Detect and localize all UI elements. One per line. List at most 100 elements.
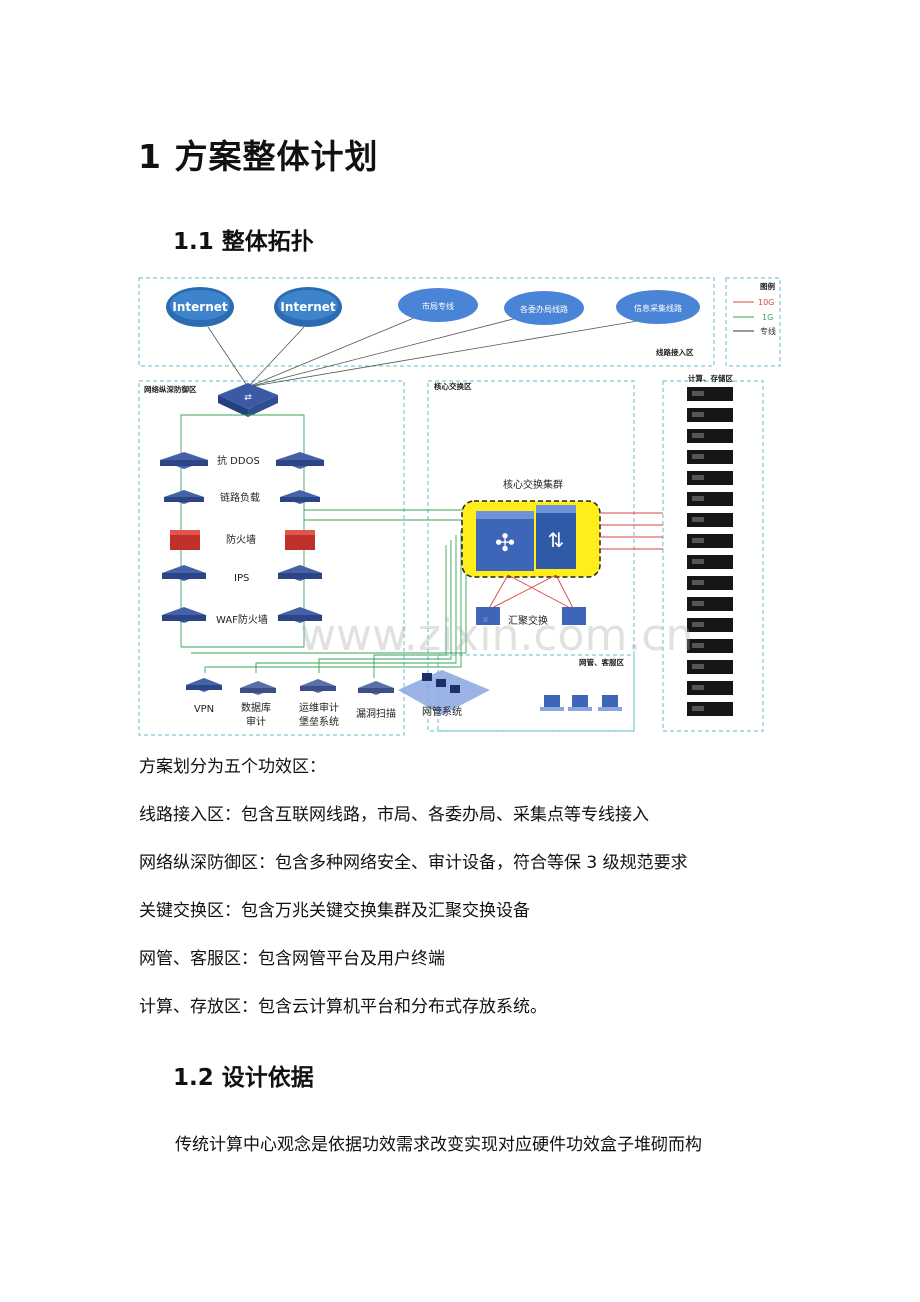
server-bay: [692, 412, 704, 417]
body-paragraph: 传统计算中心观念是依据功效需求改变实现对应硬件功效盒子堆砌而构: [175, 1135, 702, 1155]
nms-platform-icon: [398, 670, 490, 715]
server-icon: [687, 534, 733, 548]
server-bay: [692, 475, 704, 480]
core-compute-links: [601, 512, 663, 550]
compute-zone-box: [662, 380, 764, 732]
server-bay: [692, 664, 704, 669]
cloud-label: Internet: [280, 300, 335, 314]
load-balancer-icon: [164, 490, 204, 504]
aggregation-switch-left-icon: [476, 607, 500, 625]
server-icon: [687, 660, 733, 674]
waf-icon: [278, 607, 322, 623]
zone-label-access: 线路接入区: [656, 347, 694, 357]
server-bay: [692, 454, 704, 459]
load-balancer-icon: [280, 490, 320, 504]
heading-1-2: 1.2 设计依据: [173, 1065, 314, 1091]
bottom-device-label: 数据库: [241, 701, 271, 714]
server-bay: [692, 538, 704, 543]
bastion-icon: [300, 679, 336, 693]
cloud-internet-1: Internet: [166, 287, 234, 327]
vuln-scan-icon: [358, 681, 394, 695]
vpn-icon: [186, 678, 222, 692]
device-label-waf: WAF防火墙: [216, 613, 268, 626]
defense-stack-right: [276, 452, 324, 623]
svg-text:✣: ✣: [495, 529, 515, 557]
server-bay: [692, 517, 704, 522]
zone-label-core: 核心交换区: [434, 381, 472, 391]
ddos-device-icon: [276, 452, 324, 469]
cloud-city-line: 市局专线: [398, 288, 478, 322]
svg-text:⇄: ⇄: [244, 393, 252, 403]
access-lines: [207, 314, 662, 388]
cloud-label: 各委办局线路: [520, 304, 568, 314]
paragraph: 线路接入区：包含互联网线路，市局、各委办局、采集点等专线接入: [139, 805, 649, 825]
cloud-label: Internet: [172, 300, 227, 314]
server-icon: [687, 555, 733, 569]
server-icon: [687, 639, 733, 653]
zone-label-defense: 网络纵深防御区: [144, 384, 197, 394]
paragraph: 计算、存放区：包含云计算机平台和分布式存放系统。: [139, 997, 547, 1017]
server-icon: [687, 450, 733, 464]
firewall-icon: [285, 530, 315, 550]
terminal-icon: [598, 695, 622, 711]
terminal-icon: [568, 695, 592, 711]
paragraph: 方案划分为五个功效区：: [139, 757, 326, 777]
legend-title: 图例: [760, 281, 775, 291]
server-bay: [692, 391, 704, 396]
paragraph: 网管、客服区：包含网管平台及用户终端: [139, 949, 445, 969]
cloud-collection-line: 信息采集线路: [616, 290, 700, 324]
terminal-icon: [540, 695, 564, 711]
server-icon: [687, 471, 733, 485]
ips-icon: [162, 565, 206, 581]
server-bay: [692, 559, 704, 564]
cloud-label: 市局专线: [422, 301, 454, 311]
core-switch-icon: ✣ ⇅: [476, 505, 576, 571]
db-audit-icon: [240, 681, 276, 695]
aggregation-label: 汇聚交换: [508, 614, 548, 627]
legend: 图例 10G 1G 专线: [733, 281, 776, 336]
watermark: www.zixin.com.cn: [300, 610, 694, 661]
server-racks: [687, 387, 733, 716]
heading-1-1: 1.1 整体拓扑: [173, 229, 314, 255]
server-icon: [687, 597, 733, 611]
bottom-device-label: 漏洞扫描: [356, 707, 396, 720]
access-zone-box: [138, 277, 715, 367]
network-topology-diagram: 线路接入区 网络纵深防御区 核心交换区 计算、存储区 网管、客服区 图例 10G…: [138, 277, 781, 736]
bottom-device-label: 运维审计: [299, 701, 339, 714]
cloud-label: 信息采集线路: [634, 303, 682, 313]
server-icon: [687, 492, 733, 506]
zone-label-mgmt: 网管、客服区: [579, 657, 624, 667]
device-label-load-balancer: 链路负载: [220, 491, 260, 504]
zone-label-compute: 计算、存储区: [688, 373, 733, 383]
zone-boxes: [138, 277, 781, 736]
aggregation-switch-right-icon: [562, 607, 586, 625]
bottom-device-label: VPN: [194, 704, 214, 715]
ips-icon: [278, 565, 322, 581]
top-switch: ⇄: [218, 383, 278, 417]
server-icon: [687, 513, 733, 527]
server-icon: [687, 429, 733, 443]
aggregation-links: [487, 574, 575, 611]
device-label-ips: IPS: [234, 573, 249, 584]
defense-zone-box: [138, 380, 405, 736]
legend-label-leased: 专线: [760, 326, 776, 336]
server-icon: [687, 702, 733, 716]
paragraph: 网络纵深防御区：包含多种网络安全、审计设备，符合等保 3 级规范要求: [139, 853, 688, 873]
bottom-device-label: 堡垒系统: [299, 715, 339, 728]
server-icon: [687, 681, 733, 695]
core-cluster-label: 核心交换集群: [503, 478, 563, 491]
server-icon: [687, 618, 733, 632]
user-terminals: [540, 695, 622, 711]
defense-stack-left: [160, 452, 208, 623]
server-bay: [692, 433, 704, 438]
nms-label: 网管系统: [422, 705, 462, 718]
paragraph: 关键交换区：包含万兆关键交换集群及汇聚交换设备: [139, 901, 530, 921]
server-bay: [692, 706, 704, 711]
bottom-device-label: 审计: [246, 715, 266, 728]
legend-label-1g: 1G: [762, 313, 773, 322]
ddos-device-icon: [160, 452, 208, 469]
cloud-bureau-line: 各委办局线路: [504, 291, 584, 325]
firewall-icon: [170, 530, 200, 550]
heading-1: 1 方案整体计划: [138, 137, 379, 176]
waf-icon: [162, 607, 206, 623]
